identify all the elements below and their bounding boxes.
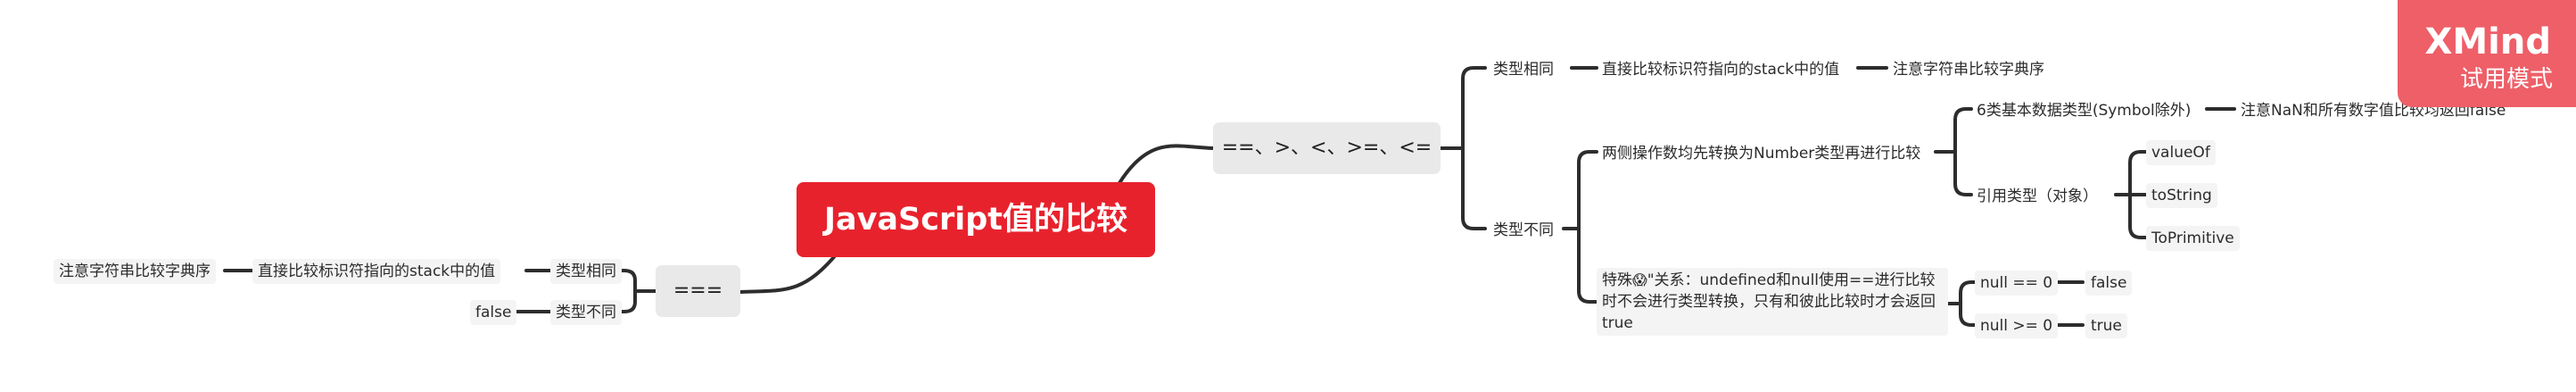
topic-strict-diff-type[interactable]: 类型不同 [550, 300, 622, 325]
link-strict-same [617, 269, 637, 293]
link-root-loose [1118, 144, 1215, 185]
link-strict-diff [617, 289, 637, 313]
topic-null-gte-zero[interactable]: null >= 0 [1975, 313, 2059, 338]
link-diff-special [1577, 227, 1598, 304]
topic-strict-same-type[interactable]: 类型相同 [550, 259, 622, 284]
link-ref-toprimitive [2128, 193, 2148, 239]
xmind-trial-badge: XMind 试用模式 [2398, 0, 2576, 107]
topic-loose-same-compare[interactable]: 直接比较标识符指向的stack中的值 [1600, 57, 1842, 82]
topic-loose-comparison[interactable]: ==、>、<、>=、<= [1213, 122, 1441, 174]
link-loose-diff [1461, 146, 1487, 230]
topic-strict-comparison[interactable]: === [656, 265, 740, 317]
root-topic[interactable]: JavaScript值的比较 [797, 182, 1155, 257]
link-special-gte [1959, 302, 1977, 327]
topic-loose-same-type[interactable]: 类型相同 [1491, 57, 1556, 82]
topic-loose-same-note[interactable]: 注意字符串比较字典序 [1891, 57, 2046, 82]
link-loose-same [1461, 66, 1487, 150]
topic-reference-type[interactable]: 引用类型（对象） [1975, 184, 2100, 209]
topic-strict-same-note[interactable]: 注意字符串比较字典序 [54, 259, 216, 284]
topic-valueof[interactable]: valueOf [2146, 140, 2216, 165]
link-ref-valueof [2128, 150, 2148, 196]
xmind-logo-text: XMind [2424, 21, 2551, 63]
topic-strict-diff-result[interactable]: false [470, 300, 517, 325]
topic-special-relation[interactable]: 特殊😱"关系：undefined和null使用==进行比较时不会进行类型转换，只… [1597, 268, 1948, 336]
topic-convert-number[interactable]: 两侧操作数均先转换为Number类型再进行比较 [1600, 141, 1923, 166]
link-convert-primitive [1953, 107, 1973, 154]
topic-null-eq-result[interactable]: false [2085, 271, 2133, 296]
topic-strict-same-compare[interactable]: 直接比较标识符指向的stack中的值 [252, 259, 501, 284]
special-text: "关系：undefined和null使用==进行比较时不会进行类型转换，只有和彼… [1602, 271, 1936, 332]
link-special-eq [1959, 280, 1977, 305]
topic-toprimitive[interactable]: ToPrimitive [2146, 226, 2240, 251]
link-root-strict [739, 250, 840, 294]
topic-null-gte-result[interactable]: true [2085, 313, 2127, 338]
link-diff-convert [1577, 150, 1598, 230]
scream-emoji-icon: 😱 [1632, 271, 1647, 288]
topic-loose-diff-type[interactable]: 类型不同 [1491, 218, 1556, 243]
special-prefix: 特殊 [1602, 271, 1632, 289]
link-convert-reference [1953, 150, 1973, 196]
topic-null-eq-zero[interactable]: null == 0 [1975, 271, 2059, 296]
trial-mode-label: 试用模式 [2459, 66, 2553, 93]
topic-tostring[interactable]: toString [2146, 183, 2217, 208]
topic-primitive-types[interactable]: 6类基本数据类型(Symbol除外) [1975, 98, 2193, 123]
